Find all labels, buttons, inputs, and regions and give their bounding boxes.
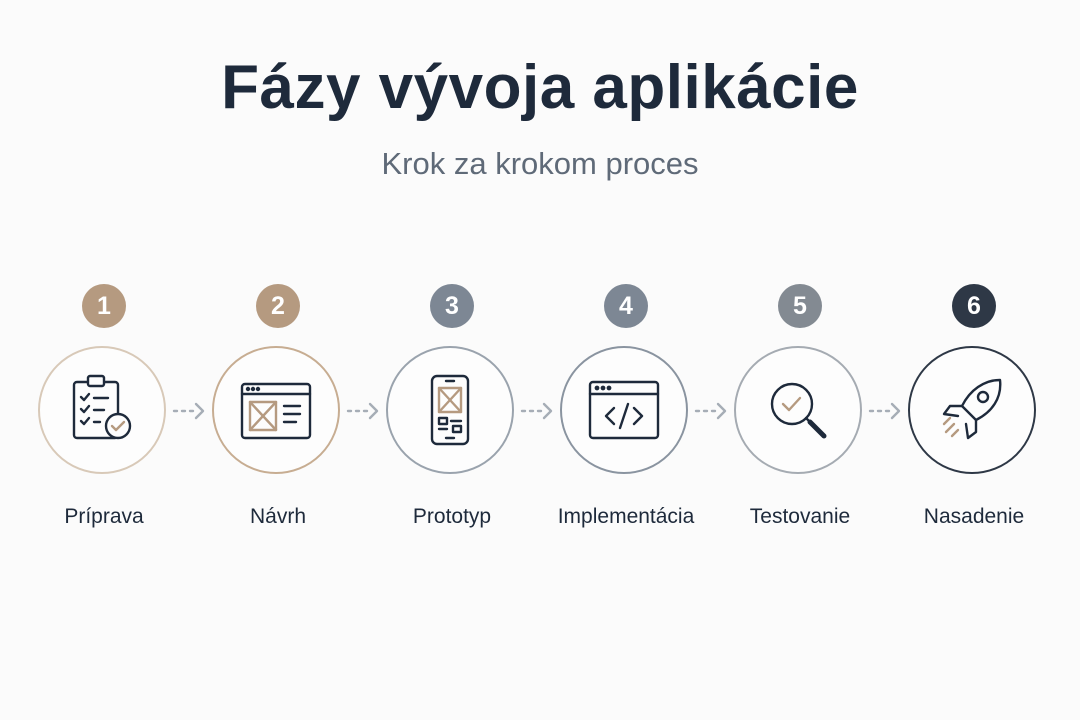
step-icon-ring	[386, 346, 514, 474]
step-icon-ring	[908, 346, 1036, 474]
step-label: Testovanie	[749, 505, 851, 528]
step-number-badge: 1	[82, 284, 126, 328]
arrow-right-icon	[172, 402, 205, 420]
step-icon-ring	[38, 346, 166, 474]
step-1: 1 Príprava	[24, 0, 184, 720]
step-number-badge: 3	[430, 284, 474, 328]
step-number-badge: 6	[952, 284, 996, 328]
page-subtitle: Krok za krokom proces	[381, 146, 699, 181]
step-6: 6 Nasadenie	[894, 0, 1054, 720]
step-icon-ring	[734, 346, 862, 474]
checklist-clipboard-icon	[72, 374, 132, 440]
mobile-wireframe-icon	[430, 374, 470, 446]
step-number-badge: 5	[778, 284, 822, 328]
step-label: Návrh	[249, 505, 307, 528]
arrow-right-icon	[520, 402, 553, 420]
step-4: 4 Implementácia	[546, 0, 706, 720]
step-icon-ring	[212, 346, 340, 474]
wireframe-layout-icon	[240, 382, 312, 440]
step-label: Prototyp	[412, 505, 492, 528]
step-label: Nasadenie	[923, 505, 1025, 528]
step-label: Príprava	[64, 505, 144, 528]
magnifier-check-icon	[770, 382, 827, 439]
step-5: 5 Testovanie	[720, 0, 880, 720]
page-title: Fázy vývoja aplikácie	[221, 53, 859, 122]
code-window-icon	[588, 380, 660, 440]
arrow-right-icon	[346, 402, 379, 420]
step-number-badge: 2	[256, 284, 300, 328]
step-number-badge: 4	[604, 284, 648, 328]
arrow-right-icon	[868, 402, 901, 420]
step-label: Implementácia	[557, 505, 695, 528]
arrow-right-icon	[694, 402, 727, 420]
step-icon-ring	[560, 346, 688, 474]
step-2: 2 Návrh	[198, 0, 358, 720]
step-3: 3 Prototyp	[372, 0, 532, 720]
rocket-icon	[942, 378, 1002, 440]
